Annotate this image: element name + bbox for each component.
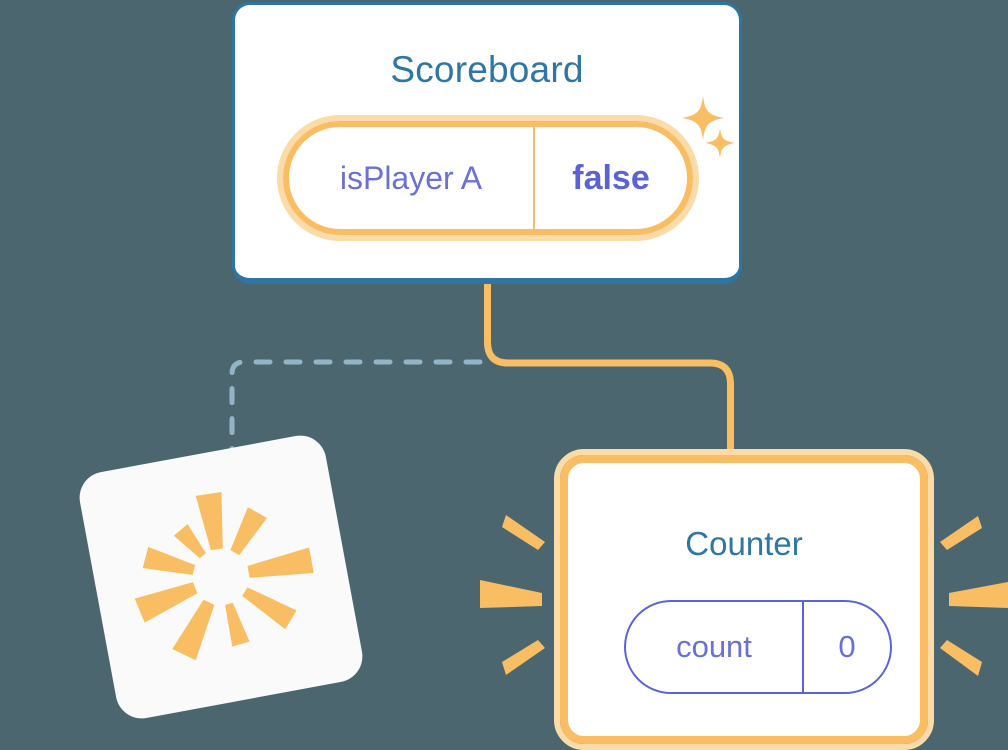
scoreboard-state-value: false bbox=[572, 158, 650, 197]
scoreboard-state-pill-wrapper[interactable]: isPlayer A false bbox=[277, 115, 699, 241]
counter-rays-right-icon bbox=[940, 516, 1008, 676]
scoreboard-pill-glow bbox=[277, 115, 699, 241]
rotated-card-burst-icon bbox=[134, 492, 314, 661]
counter-card-inner: Counter count 0 bbox=[560, 455, 928, 744]
dashed-connector-line bbox=[229, 359, 483, 473]
solid-connector-line bbox=[484, 282, 734, 455]
sparkle-small-icon bbox=[705, 128, 735, 158]
scoreboard-state-key: isPlayer A bbox=[289, 127, 535, 229]
scoreboard-title: Scoreboard bbox=[390, 49, 584, 90]
counter-state-pill[interactable]: count 0 bbox=[624, 600, 892, 694]
counter-state-value: 0 bbox=[838, 629, 856, 664]
counter-rays-left-icon bbox=[480, 515, 545, 675]
sparkle-large-icon bbox=[682, 96, 724, 140]
rotated-component-card[interactable] bbox=[75, 431, 367, 723]
scoreboard-component-card[interactable]: Scoreboard isPlayer A false bbox=[232, 2, 742, 284]
counter-state-key: count bbox=[626, 602, 804, 692]
scoreboard-state-pill[interactable]: isPlayer A false bbox=[283, 121, 693, 235]
counter-title: Counter bbox=[685, 525, 803, 562]
counter-component-card[interactable]: Counter count 0 bbox=[554, 449, 934, 750]
